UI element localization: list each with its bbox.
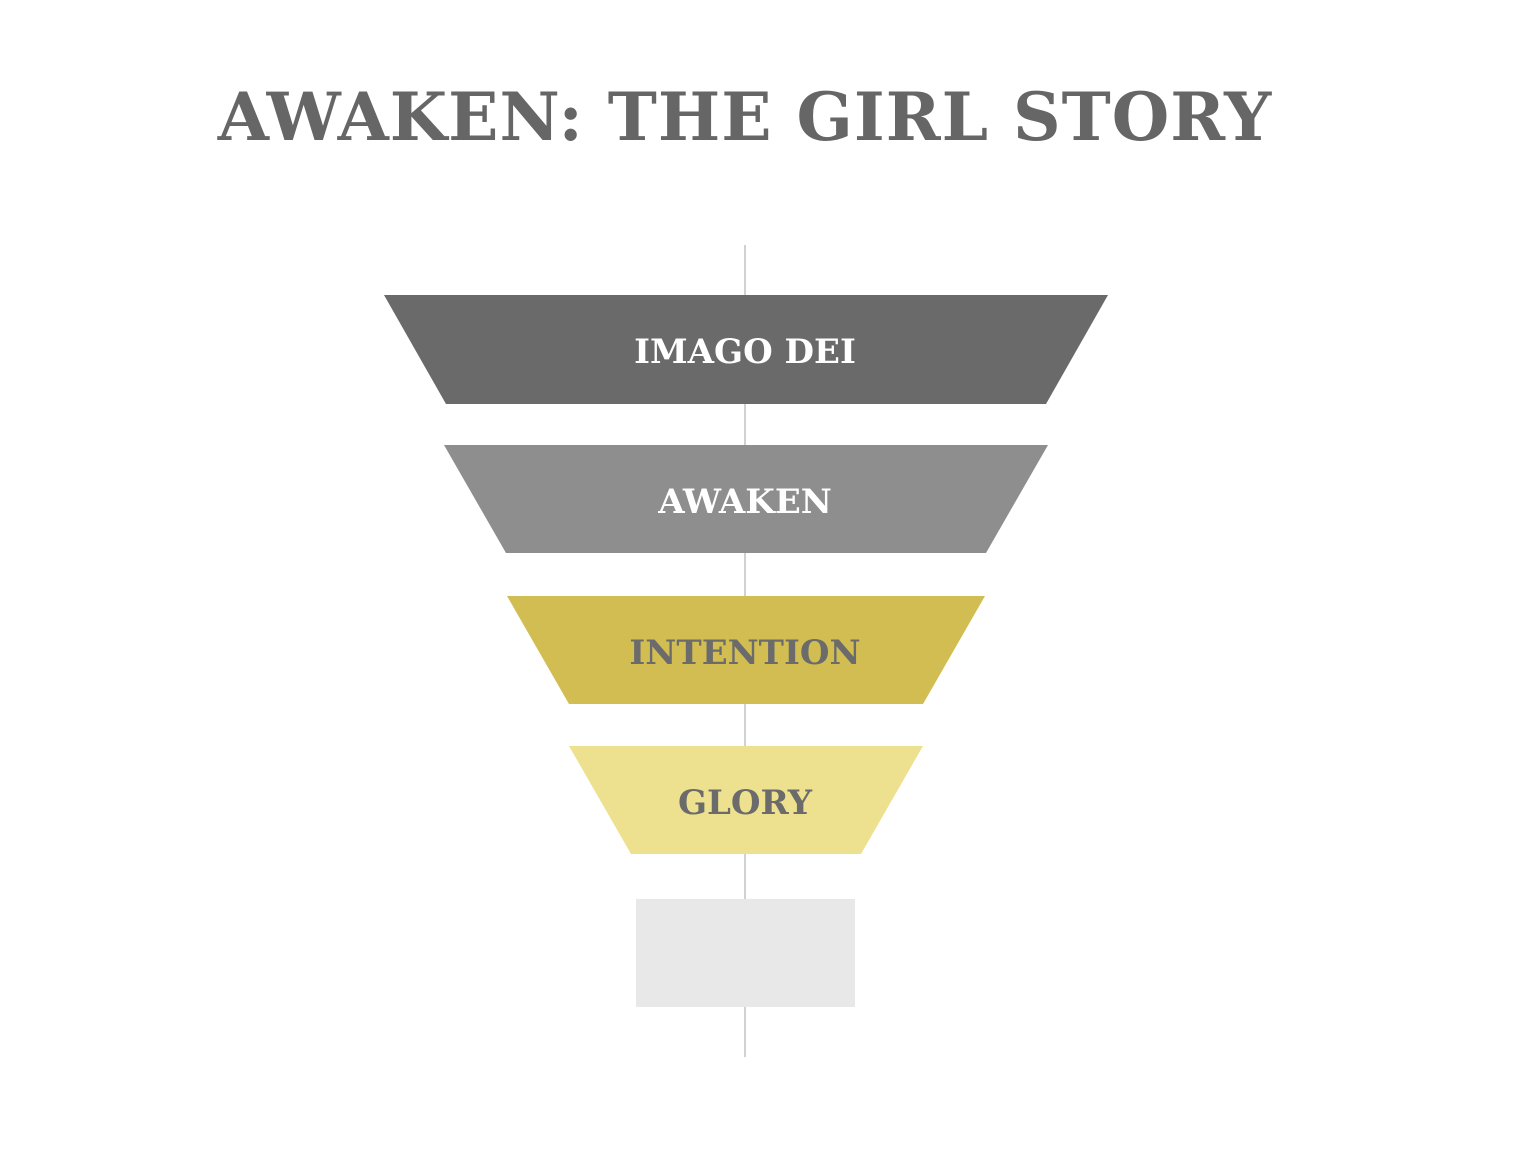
funnel-level-shape xyxy=(569,746,923,854)
funnel-level-4: GLORY xyxy=(569,746,923,854)
funnel-level-shape xyxy=(507,596,985,704)
funnel-level-3: INTENTION xyxy=(507,596,985,704)
funnel-level-2: AWAKEN xyxy=(444,445,1048,553)
funnel-level-1: IMAGO DEI xyxy=(384,295,1108,404)
diagram-title: AWAKEN: THE GIRL STORY xyxy=(217,78,1273,156)
funnel-level-label: INTENTION xyxy=(629,633,860,673)
funnel-level-label: IMAGO DEI xyxy=(634,332,856,372)
funnel-level-shape xyxy=(384,295,1108,404)
funnel-base-block xyxy=(636,899,855,1007)
funnel-level-label: AWAKEN xyxy=(657,482,832,522)
funnel-level-label: GLORY xyxy=(678,783,813,823)
funnel-level-shape xyxy=(444,445,1048,553)
